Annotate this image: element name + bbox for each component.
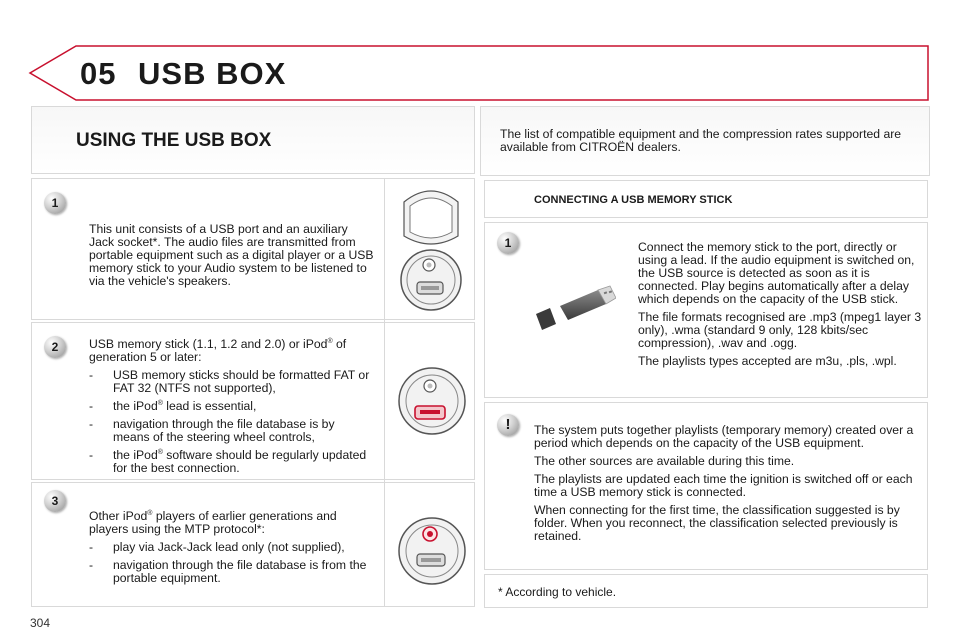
block1-paragraph: This unit consists of a USB port and an … bbox=[89, 222, 374, 288]
section-title-panel bbox=[31, 106, 475, 174]
list-item: -USB memory sticks should be formatted F… bbox=[89, 368, 370, 395]
list-item: -play via Jack-Jack lead only (not suppl… bbox=[89, 540, 345, 554]
connect-paragraph-3: The playlists types accepted are m3u, .p… bbox=[638, 354, 897, 368]
step-badge-2: 2 bbox=[44, 336, 66, 358]
left-column-divider bbox=[384, 178, 385, 607]
warning-paragraph-3: The playlists are updated each time the … bbox=[534, 472, 913, 499]
warning-paragraph-2: The other sources are available during t… bbox=[534, 454, 795, 468]
connect-title-panel bbox=[484, 180, 928, 218]
footnote-panel bbox=[484, 574, 928, 608]
intro-text: The list of compatible equipment and the… bbox=[500, 128, 920, 159]
connect-panel bbox=[484, 222, 928, 398]
warning-paragraph-1: The system puts together playlists (temp… bbox=[534, 423, 914, 450]
block3-intro: Other iPod® players of earlier generatio… bbox=[89, 509, 337, 536]
connect-badge-1: 1 bbox=[497, 232, 519, 254]
connect-text: Connect the memory stick to the port, di… bbox=[638, 241, 922, 373]
intro-paragraph: The list of compatible equipment and the… bbox=[500, 127, 902, 154]
step-badge-1: 1 bbox=[44, 192, 66, 214]
connect-section-title: CONNECTING A USB MEMORY STICK bbox=[534, 194, 733, 206]
block2-text: USB memory stick (1.1, 1.2 and 2.0) or i… bbox=[89, 338, 374, 480]
block1-text: This unit consists of a USB port and an … bbox=[89, 223, 374, 293]
block1-panel bbox=[31, 178, 475, 320]
list-item: -the iPod® software should be regularly … bbox=[89, 448, 367, 475]
connect-paragraph-2: The file formats recognised are .mp3 (mp… bbox=[638, 310, 922, 350]
page-number: 304 bbox=[30, 616, 51, 630]
warning-paragraph-4: When connecting for the first time, the … bbox=[534, 503, 900, 543]
jack-socket-highlight-illustration bbox=[398, 517, 466, 585]
chapter-number: 05 bbox=[80, 56, 117, 91]
footnote: * According to vehicle. bbox=[498, 585, 617, 599]
block2-intro: USB memory stick (1.1, 1.2 and 2.0) or i… bbox=[89, 337, 347, 364]
header-frame bbox=[28, 44, 930, 101]
chapter-title: USB BOX bbox=[138, 56, 287, 91]
block3-text: Other iPod® players of earlier generatio… bbox=[89, 510, 374, 590]
list-item: -the iPod® lead is essential, bbox=[89, 399, 257, 413]
usb-port-highlight-illustration bbox=[398, 367, 466, 435]
usb-box-lid-open-illustration bbox=[400, 190, 462, 311]
connect-paragraph-1: Connect the memory stick to the port, di… bbox=[638, 240, 915, 306]
step-badge-3: 3 bbox=[44, 490, 66, 512]
section-title: USING THE USB BOX bbox=[76, 130, 272, 151]
list-item: -navigation through the file database is… bbox=[89, 558, 367, 585]
warning-text: The system puts together playlists (temp… bbox=[534, 424, 918, 548]
usb-memory-stick-illustration bbox=[536, 285, 616, 330]
warning-badge: ! bbox=[497, 414, 519, 436]
list-item: -navigation through the file database is… bbox=[89, 417, 335, 444]
intro-panel bbox=[480, 106, 930, 176]
warning-panel bbox=[484, 402, 928, 570]
